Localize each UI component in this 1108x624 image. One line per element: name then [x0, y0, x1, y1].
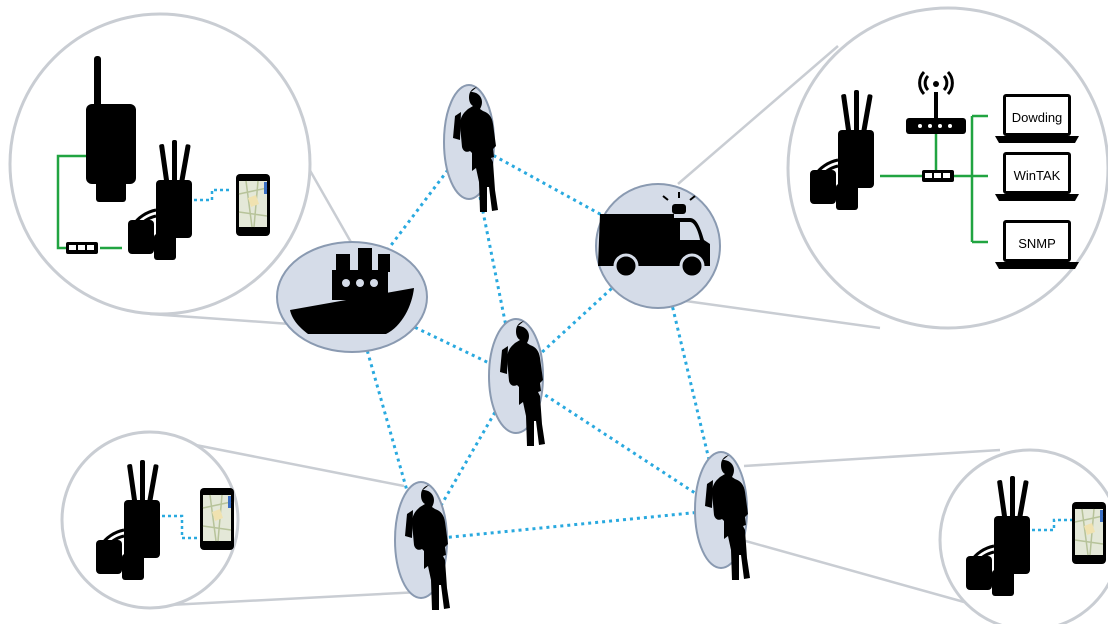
laptop-wintak: WinTAK	[995, 152, 1079, 201]
soldier-bl-callout-devices	[94, 458, 235, 582]
node-ship	[276, 241, 428, 353]
laptop-label: WinTAK	[1014, 168, 1061, 183]
ship-icon	[290, 248, 414, 334]
mesh-link-soldier-top-vehicle	[468, 140, 659, 248]
network-switch-icon	[66, 242, 98, 254]
serial-link	[1032, 518, 1072, 532]
network-switch-icon	[922, 170, 954, 182]
callout-connector	[663, 296, 881, 330]
callout-connector	[743, 448, 1001, 468]
vehicle-callout-devices: Dowding WinTAK SNMP	[808, 70, 1079, 269]
serial-link	[162, 514, 200, 540]
handheld-radio-icon	[86, 56, 136, 202]
mesh-link-soldier-center-soldier-bottom-right	[515, 374, 722, 512]
node-vehicle	[595, 183, 721, 309]
node-soldier-bottom-right	[694, 451, 750, 580]
smartphone-icon	[235, 173, 271, 237]
laptop-label: Dowding	[1012, 110, 1063, 125]
laptop-snmp: SNMP	[995, 220, 1079, 269]
emergency-vehicle-icon	[598, 192, 710, 279]
wired-link	[56, 154, 122, 250]
mesh-link-soldier-bottom-left-soldier-bottom-right	[420, 508, 722, 542]
wired-link	[880, 114, 988, 244]
callout-connector	[149, 312, 291, 326]
wifi-router-icon	[906, 70, 966, 134]
callout-connector	[677, 45, 839, 185]
ship-callout-circle	[8, 12, 312, 316]
node-soldier-center	[488, 318, 545, 446]
node-soldier-top	[443, 84, 498, 212]
laptop-dowding: Dowding	[995, 94, 1079, 143]
smartphone-icon	[1071, 501, 1107, 565]
laptop-label: SNMP	[1018, 236, 1056, 251]
ship-callout-devices	[56, 56, 271, 262]
callout-connector	[149, 590, 421, 608]
node-soldier-bottom-left	[394, 481, 450, 610]
callout-connector	[741, 538, 1001, 614]
soldier-br-callout-devices	[964, 474, 1107, 598]
serial-link	[194, 188, 232, 202]
smartphone-icon	[199, 487, 235, 551]
